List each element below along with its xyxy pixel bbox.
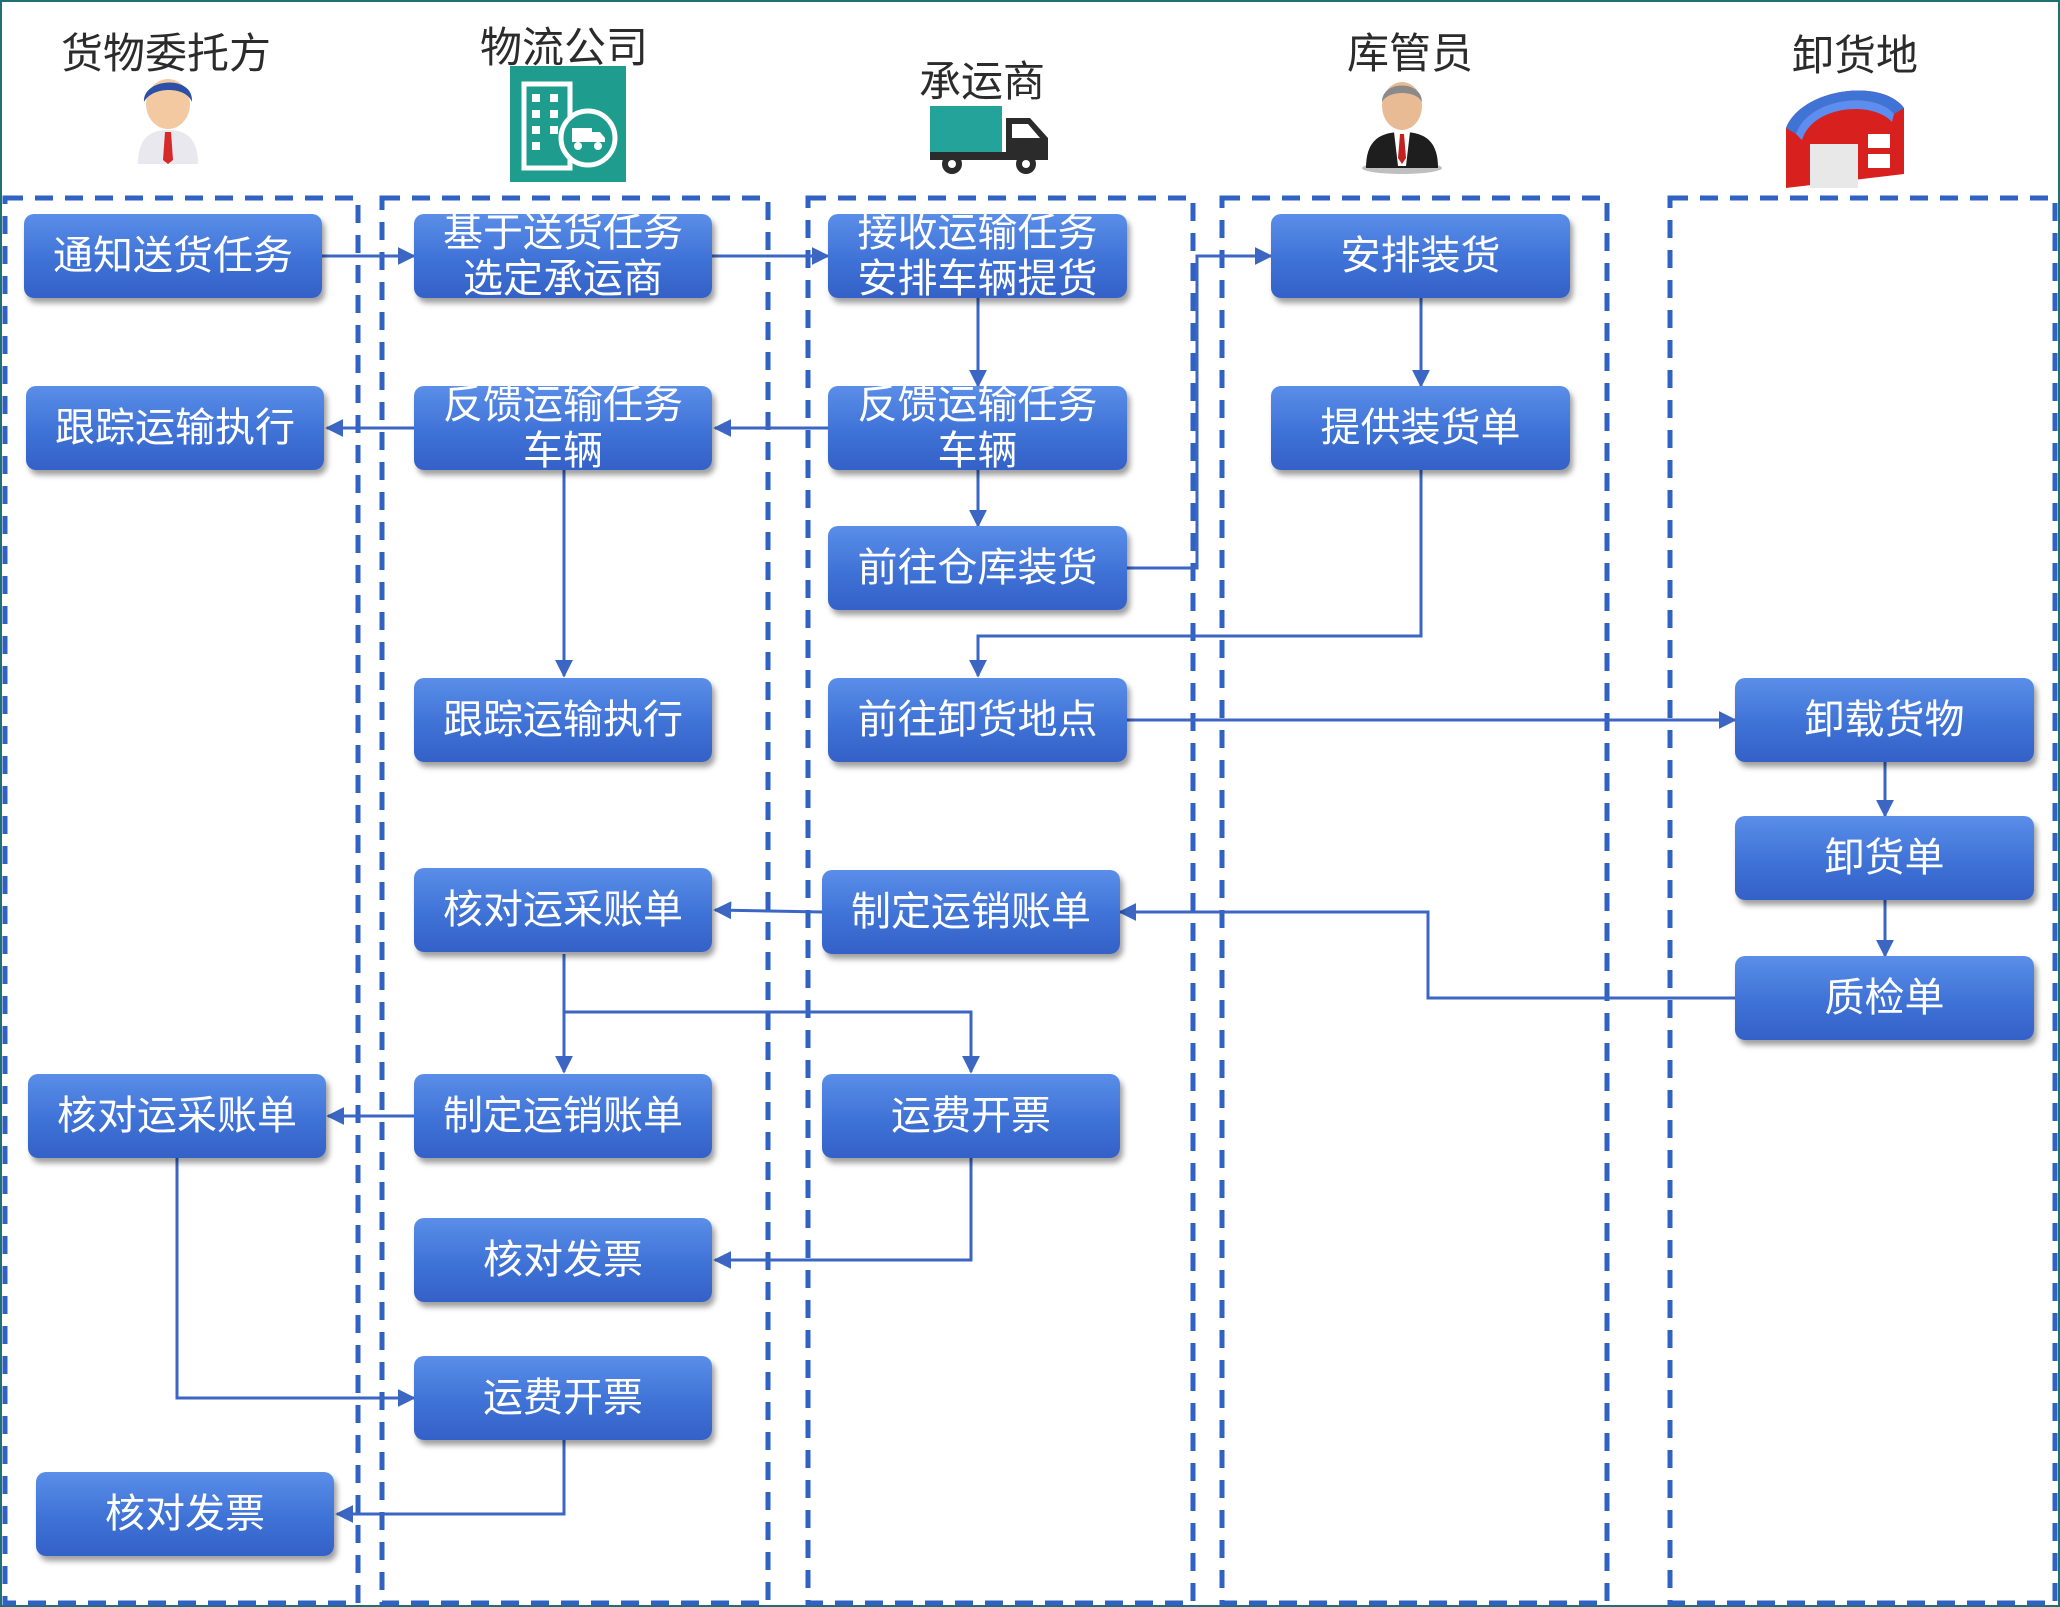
node-arrange-loading: 安排装货	[1271, 214, 1570, 298]
arrows	[175, 247, 1894, 1523]
logistics-building-icon	[510, 66, 626, 182]
node-feedback-carrier: 反馈运输任务 车辆	[828, 382, 1127, 474]
lane-border-carrier	[805, 195, 1196, 1606]
node-verify-invoice-owner: 核对发票	[36, 1472, 334, 1556]
node-verify-bill-logistics: 核对运采账单	[414, 868, 712, 952]
node-track-owner: 跟踪运输执行	[26, 386, 324, 470]
node-invoice-logistics: 运费开票	[414, 1356, 712, 1440]
node-receive-task: 接收运输任务 安排车辆提货	[828, 210, 1127, 302]
node-make-bill-logistics: 制定运销账单	[414, 1074, 712, 1158]
node-go-unload: 前往卸货地点	[828, 678, 1127, 762]
warehouse-icon	[1786, 90, 1904, 188]
node-feedback-logistics: 反馈运输任务 车辆	[414, 382, 712, 474]
arrow-make-bill-to-verify-bill	[713, 901, 823, 920]
arrow-invoice-to-verify-invoice-owner	[335, 1440, 566, 1523]
node-unload-list: 卸货单	[1735, 816, 2034, 900]
arrow-verify-owner-to-invoice	[175, 1158, 416, 1407]
node-go-warehouse: 前往仓库装货	[828, 526, 1127, 610]
node-invoice-carrier: 运费开票	[822, 1074, 1120, 1158]
person-blue-icon	[138, 79, 198, 164]
node-quality-list: 质检单	[1735, 956, 2034, 1040]
arrow-provide-to-go-unload	[969, 470, 1423, 678]
node-select-carrier: 基于送货任务 选定承运商	[414, 210, 712, 302]
lane-title-logistics: 物流公司	[479, 23, 648, 72]
node-verify-invoice-logistics: 核对发票	[414, 1218, 712, 1302]
node-unload-goods: 卸载货物	[1735, 678, 2034, 762]
truck-icon	[930, 106, 1048, 174]
arrow-go-warehouse-to-arrange	[1127, 247, 1273, 570]
lane-title-carrier: 承运商	[918, 57, 1045, 106]
arrow-quality-to-make-bill	[1118, 903, 1735, 1000]
node-track-logistics: 跟踪运输执行	[414, 678, 712, 762]
lane-border-warehouse-keeper	[1219, 195, 1610, 1606]
lane-borders	[2, 195, 2058, 1606]
lane-border-owner	[2, 195, 361, 1606]
node-verify-bill-owner: 核对运采账单	[28, 1074, 326, 1158]
lane-title-warehouse-keeper: 库管员	[1346, 29, 1473, 78]
node-notify-task: 通知送货任务	[24, 214, 322, 298]
arrow-verify-to-invoice-carrier	[564, 1010, 980, 1074]
lane-title-unload-site: 卸货地	[1791, 31, 1918, 80]
lane-border-unload-site	[1667, 195, 2058, 1606]
lane-border-logistics	[379, 195, 771, 1606]
node-provide-loading-list: 提供装货单	[1271, 386, 1570, 470]
node-make-bill-carrier: 制定运销账单	[822, 870, 1120, 954]
manager-person-icon	[1362, 82, 1442, 174]
arrow-invoice-to-verify-invoice	[713, 1158, 973, 1269]
lane-title-owner: 货物委托方	[60, 29, 271, 78]
